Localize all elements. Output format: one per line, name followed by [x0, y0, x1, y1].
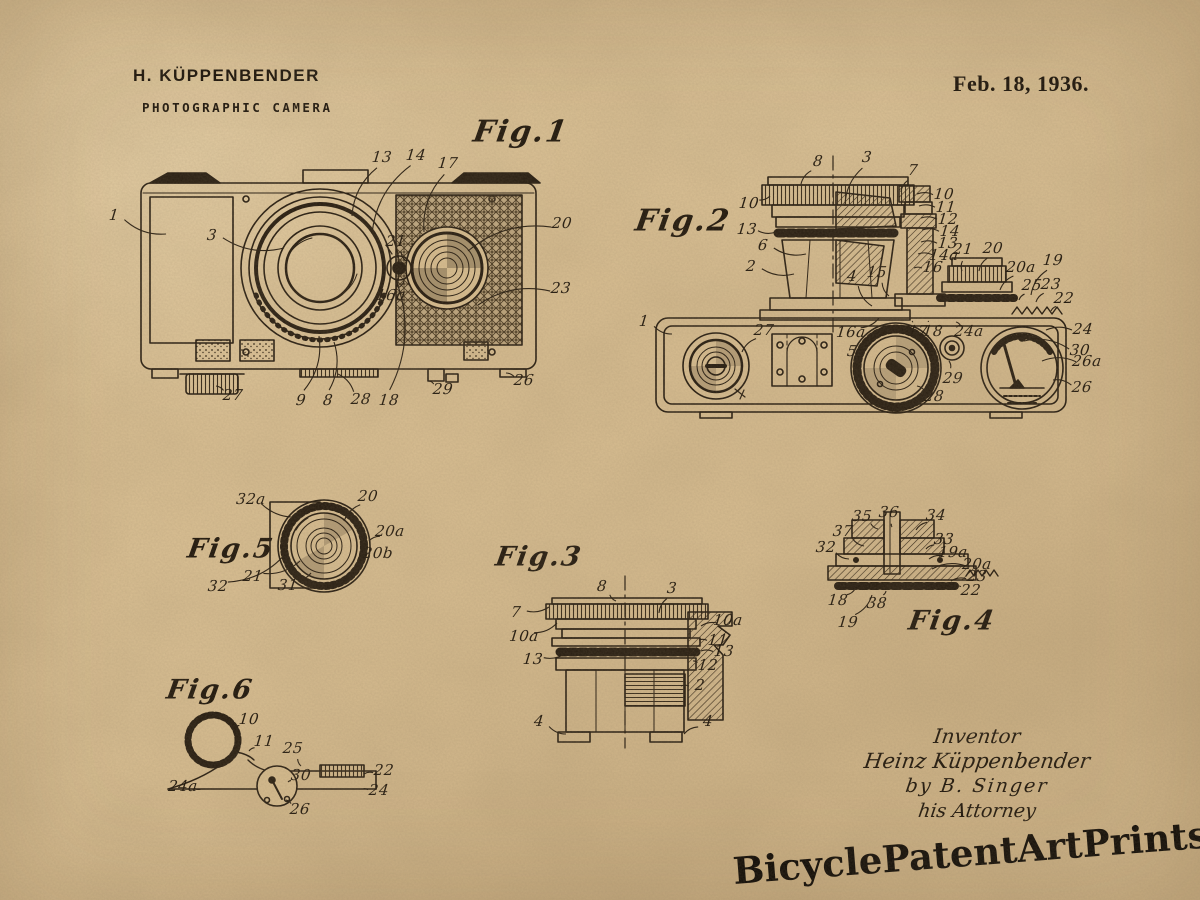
fig2-ref-label-1: 1: [638, 312, 650, 331]
fig3-ref-label-12: 12: [697, 656, 719, 675]
fig4-ref-label-22: 22: [960, 581, 982, 600]
fig2-ref-label-10: 10: [738, 194, 760, 213]
fig1-ref-label-29: 29: [432, 380, 454, 399]
fig6-ref-label-26: 26: [289, 800, 311, 819]
fig1-ref-label-8: 8: [322, 391, 334, 410]
fig2-ref-label-16: 16: [922, 258, 944, 277]
fig2-ref-label-3: 3: [861, 148, 873, 167]
fig1-ref-label-26: 26: [513, 371, 535, 390]
fig2-ref-label-24a: 24a: [953, 322, 985, 341]
fig2-ref-label-4: 4: [846, 267, 858, 286]
fig3-ref-label-10a: 10a: [508, 627, 540, 646]
fig6-ref-label-24a: 24a: [167, 777, 199, 796]
fig5-ref-label-20: 20: [357, 487, 379, 506]
fig3-ref-label-4: 4: [533, 712, 545, 731]
fig6-ref-label-25: 25: [282, 739, 304, 758]
fig3-ref-label-10a: 10a: [712, 611, 744, 630]
fig4-ref-label-19: 19: [837, 613, 859, 632]
fig3-ref-label-2: 2: [694, 676, 706, 695]
fig6-ref-label-10: 10: [238, 710, 260, 729]
fig3-ref-label-13: 13: [522, 650, 544, 669]
fig6-ref-label-24: 24: [368, 781, 390, 800]
figure-title-fig4: Fig.4: [906, 605, 998, 637]
fig1-ref-label-28: 28: [350, 390, 372, 409]
fig2-ref-label-26a: 26a: [1071, 352, 1103, 371]
fig2-ref-label-5: 5: [846, 342, 858, 361]
fig2-ref-label-27: 27: [753, 321, 775, 340]
patent-inventor-name: H. KÜPPENBENDER: [133, 66, 320, 85]
patent-title: PHOTOGRAPHIC CAMERA: [142, 100, 333, 115]
fig6-ref-label-30: 30: [290, 766, 312, 785]
fig2-ref-label-20: 20: [982, 239, 1004, 258]
fig2-ref-label-16a: 16a: [835, 323, 867, 342]
fig5-ref-label-20a: 20a: [374, 522, 406, 541]
fig1-ref-label-23: 23: [550, 279, 572, 298]
figure-title-fig2: Fig.2: [632, 203, 734, 239]
fig1-ref-label-1: 1: [108, 206, 120, 225]
fig2-ref-label-8: 8: [812, 152, 824, 171]
fig4-ref-label-34: 34: [925, 506, 947, 525]
fig2-ref-label-13: 13: [736, 220, 758, 239]
fig2-ref-label-28: 28: [923, 387, 945, 406]
fig1-ref-label-18: 18: [378, 391, 400, 410]
fig2-ref-label-21: 21: [952, 240, 974, 259]
fig2-ref-label-19: 19: [1042, 251, 1064, 270]
fig4-ref-label-38: 38: [866, 594, 888, 613]
figure-title-fig5: Fig.5: [185, 533, 277, 565]
fig3-ref-label-7: 7: [510, 603, 522, 622]
fig6-ref-label-22: 22: [373, 761, 395, 780]
fig1-ref-label-9: 9: [295, 391, 307, 410]
figure-title-fig3: Fig.3: [493, 541, 585, 573]
fig4-ref-label-18: 18: [827, 591, 849, 610]
fig1-ref-label-20: 20: [551, 214, 573, 233]
fig3-ref-label-8: 8: [596, 577, 608, 596]
signature-line-0: Inventor: [932, 724, 1022, 748]
fig2-ref-label-7: 7: [907, 161, 919, 180]
fig6-ref-label-11: 11: [253, 732, 275, 751]
figure-title-fig6: Fig.6: [164, 674, 256, 706]
figure-title-fig1: Fig.1: [470, 114, 572, 150]
fig5-ref-label-31: 31: [277, 576, 299, 595]
fig1-ref-label-3: 3: [206, 226, 218, 245]
fig1-ref-label-14: 14: [405, 146, 427, 165]
fig4-ref-label-35: 35: [851, 507, 873, 526]
fig1-ref-label-16a: 16a: [375, 286, 407, 305]
signature-line-3: his Attorney: [916, 800, 1038, 822]
patent-date: Feb. 18, 1936.: [953, 71, 1089, 96]
fig5-ref-label-32a: 32a: [235, 490, 267, 509]
fig4-ref-label-36: 36: [878, 503, 900, 522]
fig4-ref-label-32: 32: [815, 538, 837, 557]
signature-line-1: Heinz Küppenbender: [862, 749, 1092, 773]
fig2-ref-label-15: 15: [866, 263, 888, 282]
fig2-ref-label-29: 29: [942, 369, 964, 388]
fig2-ref-label-6: 6: [757, 236, 769, 255]
fig1-ref-label-17: 17: [437, 154, 459, 173]
fig2-ref-label-2: 2: [745, 257, 757, 276]
fig1-ref-label-13: 13: [371, 148, 393, 167]
fig5-ref-label-20b: 20b: [361, 544, 395, 563]
fig1-ref-label-21: 21: [385, 232, 407, 251]
signature-line-2: by B. Singer: [904, 775, 1051, 797]
fig2-ref-label-22: 22: [1053, 289, 1075, 308]
fig2-ref-label-26: 26: [1071, 378, 1093, 397]
fig5-ref-label-21: 21: [242, 567, 264, 586]
fig1-ref-label-27: 27: [222, 386, 244, 405]
fig5-ref-label-32: 32: [207, 577, 229, 596]
fig2-ref-label-20a: 20a: [1005, 258, 1037, 277]
fig3-ref-label-3: 3: [666, 579, 678, 598]
fig2-ref-label-24: 24: [1072, 320, 1094, 339]
fig3-ref-label-4: 4: [702, 712, 714, 731]
fig2-ref-label-18: 18: [922, 322, 944, 341]
